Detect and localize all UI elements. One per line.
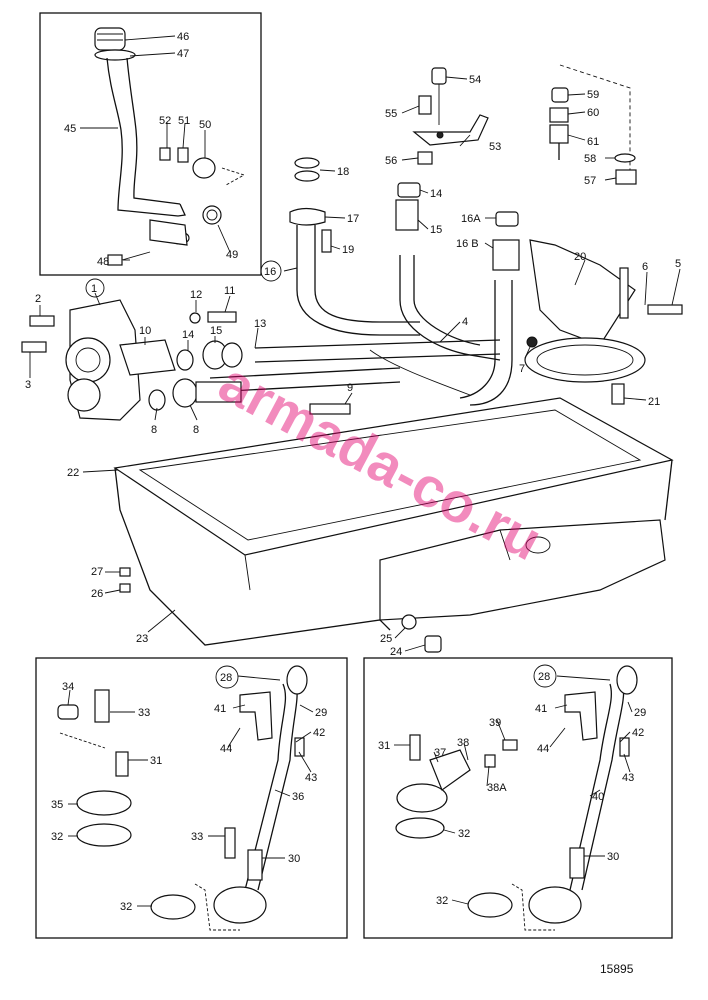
callout-42-right: 42 bbox=[632, 727, 644, 739]
callout-41-right: 41 bbox=[535, 703, 547, 715]
callout-32-left-bottom: 32 bbox=[120, 901, 132, 913]
leader-lines bbox=[29, 35, 681, 907]
callout-44-left: 44 bbox=[220, 743, 232, 755]
callout-17: 17 bbox=[347, 213, 359, 225]
callout-55: 55 bbox=[385, 108, 397, 120]
callout-8-right: 8 bbox=[193, 424, 199, 436]
pipe-fittings bbox=[209, 157, 520, 406]
callout-28-right: 28 bbox=[538, 671, 550, 683]
callout-28-left: 28 bbox=[220, 672, 232, 684]
callout-37: 37 bbox=[434, 747, 446, 759]
callout-34: 34 bbox=[62, 681, 74, 693]
callout-1: 1 bbox=[91, 283, 97, 295]
drawing-number: 15895 bbox=[600, 962, 634, 976]
callout-14: 14 bbox=[182, 329, 194, 341]
callout-39: 39 bbox=[489, 717, 501, 729]
callout-10: 10 bbox=[139, 325, 151, 337]
callout-58: 58 bbox=[584, 153, 596, 165]
callout-54: 54 bbox=[469, 74, 481, 86]
callout-61: 61 bbox=[587, 136, 599, 148]
callout-15: 15 bbox=[210, 325, 222, 337]
inset-dipstick-right bbox=[363, 657, 673, 939]
callout-32-right-top: 32 bbox=[458, 828, 470, 840]
callout-43-right: 43 bbox=[622, 772, 634, 784]
callout-24: 24 bbox=[390, 646, 402, 658]
callout-42-left: 42 bbox=[313, 727, 325, 739]
callout-26: 26 bbox=[91, 588, 103, 600]
callout-50: 50 bbox=[199, 119, 211, 131]
callout-33-top: 33 bbox=[138, 707, 150, 719]
callout-29-left: 29 bbox=[315, 707, 327, 719]
callout-60: 60 bbox=[587, 107, 599, 119]
callout-31-left: 31 bbox=[150, 755, 162, 767]
callout-41-left: 41 bbox=[214, 703, 226, 715]
callout-5: 5 bbox=[675, 258, 681, 270]
callout-48: 48 bbox=[97, 256, 109, 268]
callout-56: 56 bbox=[385, 155, 397, 167]
callout-49: 49 bbox=[226, 249, 238, 261]
callout-35: 35 bbox=[51, 799, 63, 811]
callout-45: 45 bbox=[64, 123, 76, 135]
callout-47: 47 bbox=[177, 48, 189, 60]
callout-11: 11 bbox=[224, 285, 235, 297]
callout-44-right: 44 bbox=[537, 743, 549, 755]
callout-23: 23 bbox=[136, 633, 148, 645]
callout-16: 16 bbox=[264, 266, 276, 278]
callout-40: 40 bbox=[592, 791, 604, 803]
circled-callouts bbox=[85, 260, 557, 689]
callout-30-right: 30 bbox=[607, 851, 619, 863]
callout-32-left-top: 32 bbox=[51, 831, 63, 843]
callout-18: 18 bbox=[337, 166, 349, 178]
sensor-group bbox=[549, 64, 637, 185]
callout-25: 25 bbox=[380, 633, 392, 645]
callout-51: 51 bbox=[178, 115, 190, 127]
callout-19: 19 bbox=[342, 244, 354, 256]
inset-dipstick-left bbox=[35, 657, 348, 939]
callout-33-bottom: 33 bbox=[191, 831, 203, 843]
callout-22: 22 bbox=[67, 467, 79, 479]
callout-8-left: 8 bbox=[151, 424, 157, 436]
callout-43-left: 43 bbox=[305, 772, 317, 784]
callout-29-right: 29 bbox=[634, 707, 646, 719]
inset-oil-filler bbox=[39, 12, 262, 276]
callout-14-top: 14 bbox=[430, 188, 442, 200]
valve-group bbox=[412, 67, 489, 165]
callout-21: 21 bbox=[648, 396, 660, 408]
callout-59: 59 bbox=[587, 89, 599, 101]
callout-12: 12 bbox=[190, 289, 202, 301]
callout-46: 46 bbox=[177, 31, 189, 43]
callout-6: 6 bbox=[642, 261, 648, 273]
callout-30-left: 30 bbox=[288, 853, 300, 865]
oil-pump bbox=[21, 299, 351, 421]
callout-2: 2 bbox=[35, 293, 41, 305]
callout-31-right: 31 bbox=[378, 740, 390, 752]
callout-13: 13 bbox=[254, 318, 266, 330]
callout-20: 20 bbox=[574, 251, 586, 263]
callout-53: 53 bbox=[489, 141, 501, 153]
callout-38a: 38A bbox=[487, 782, 507, 794]
callout-57: 57 bbox=[584, 175, 596, 187]
callout-16a: 16A bbox=[461, 213, 481, 225]
callout-15-top: 15 bbox=[430, 224, 442, 236]
callout-27: 27 bbox=[91, 566, 103, 578]
callout-52: 52 bbox=[159, 115, 171, 127]
callout-7: 7 bbox=[519, 363, 525, 375]
oil-strainer bbox=[524, 239, 683, 405]
callout-36: 36 bbox=[292, 791, 304, 803]
callout-32-right-bottom: 32 bbox=[436, 895, 448, 907]
callout-16b: 16 B bbox=[456, 238, 479, 250]
callout-labels: 46 47 45 52 51 50 48 49 54 55 53 56 59 6… bbox=[25, 31, 681, 913]
callout-4: 4 bbox=[462, 316, 468, 328]
callout-38: 38 bbox=[457, 737, 469, 749]
callout-3: 3 bbox=[25, 379, 31, 391]
oil-sump bbox=[113, 397, 674, 653]
callout-9: 9 bbox=[347, 382, 353, 394]
